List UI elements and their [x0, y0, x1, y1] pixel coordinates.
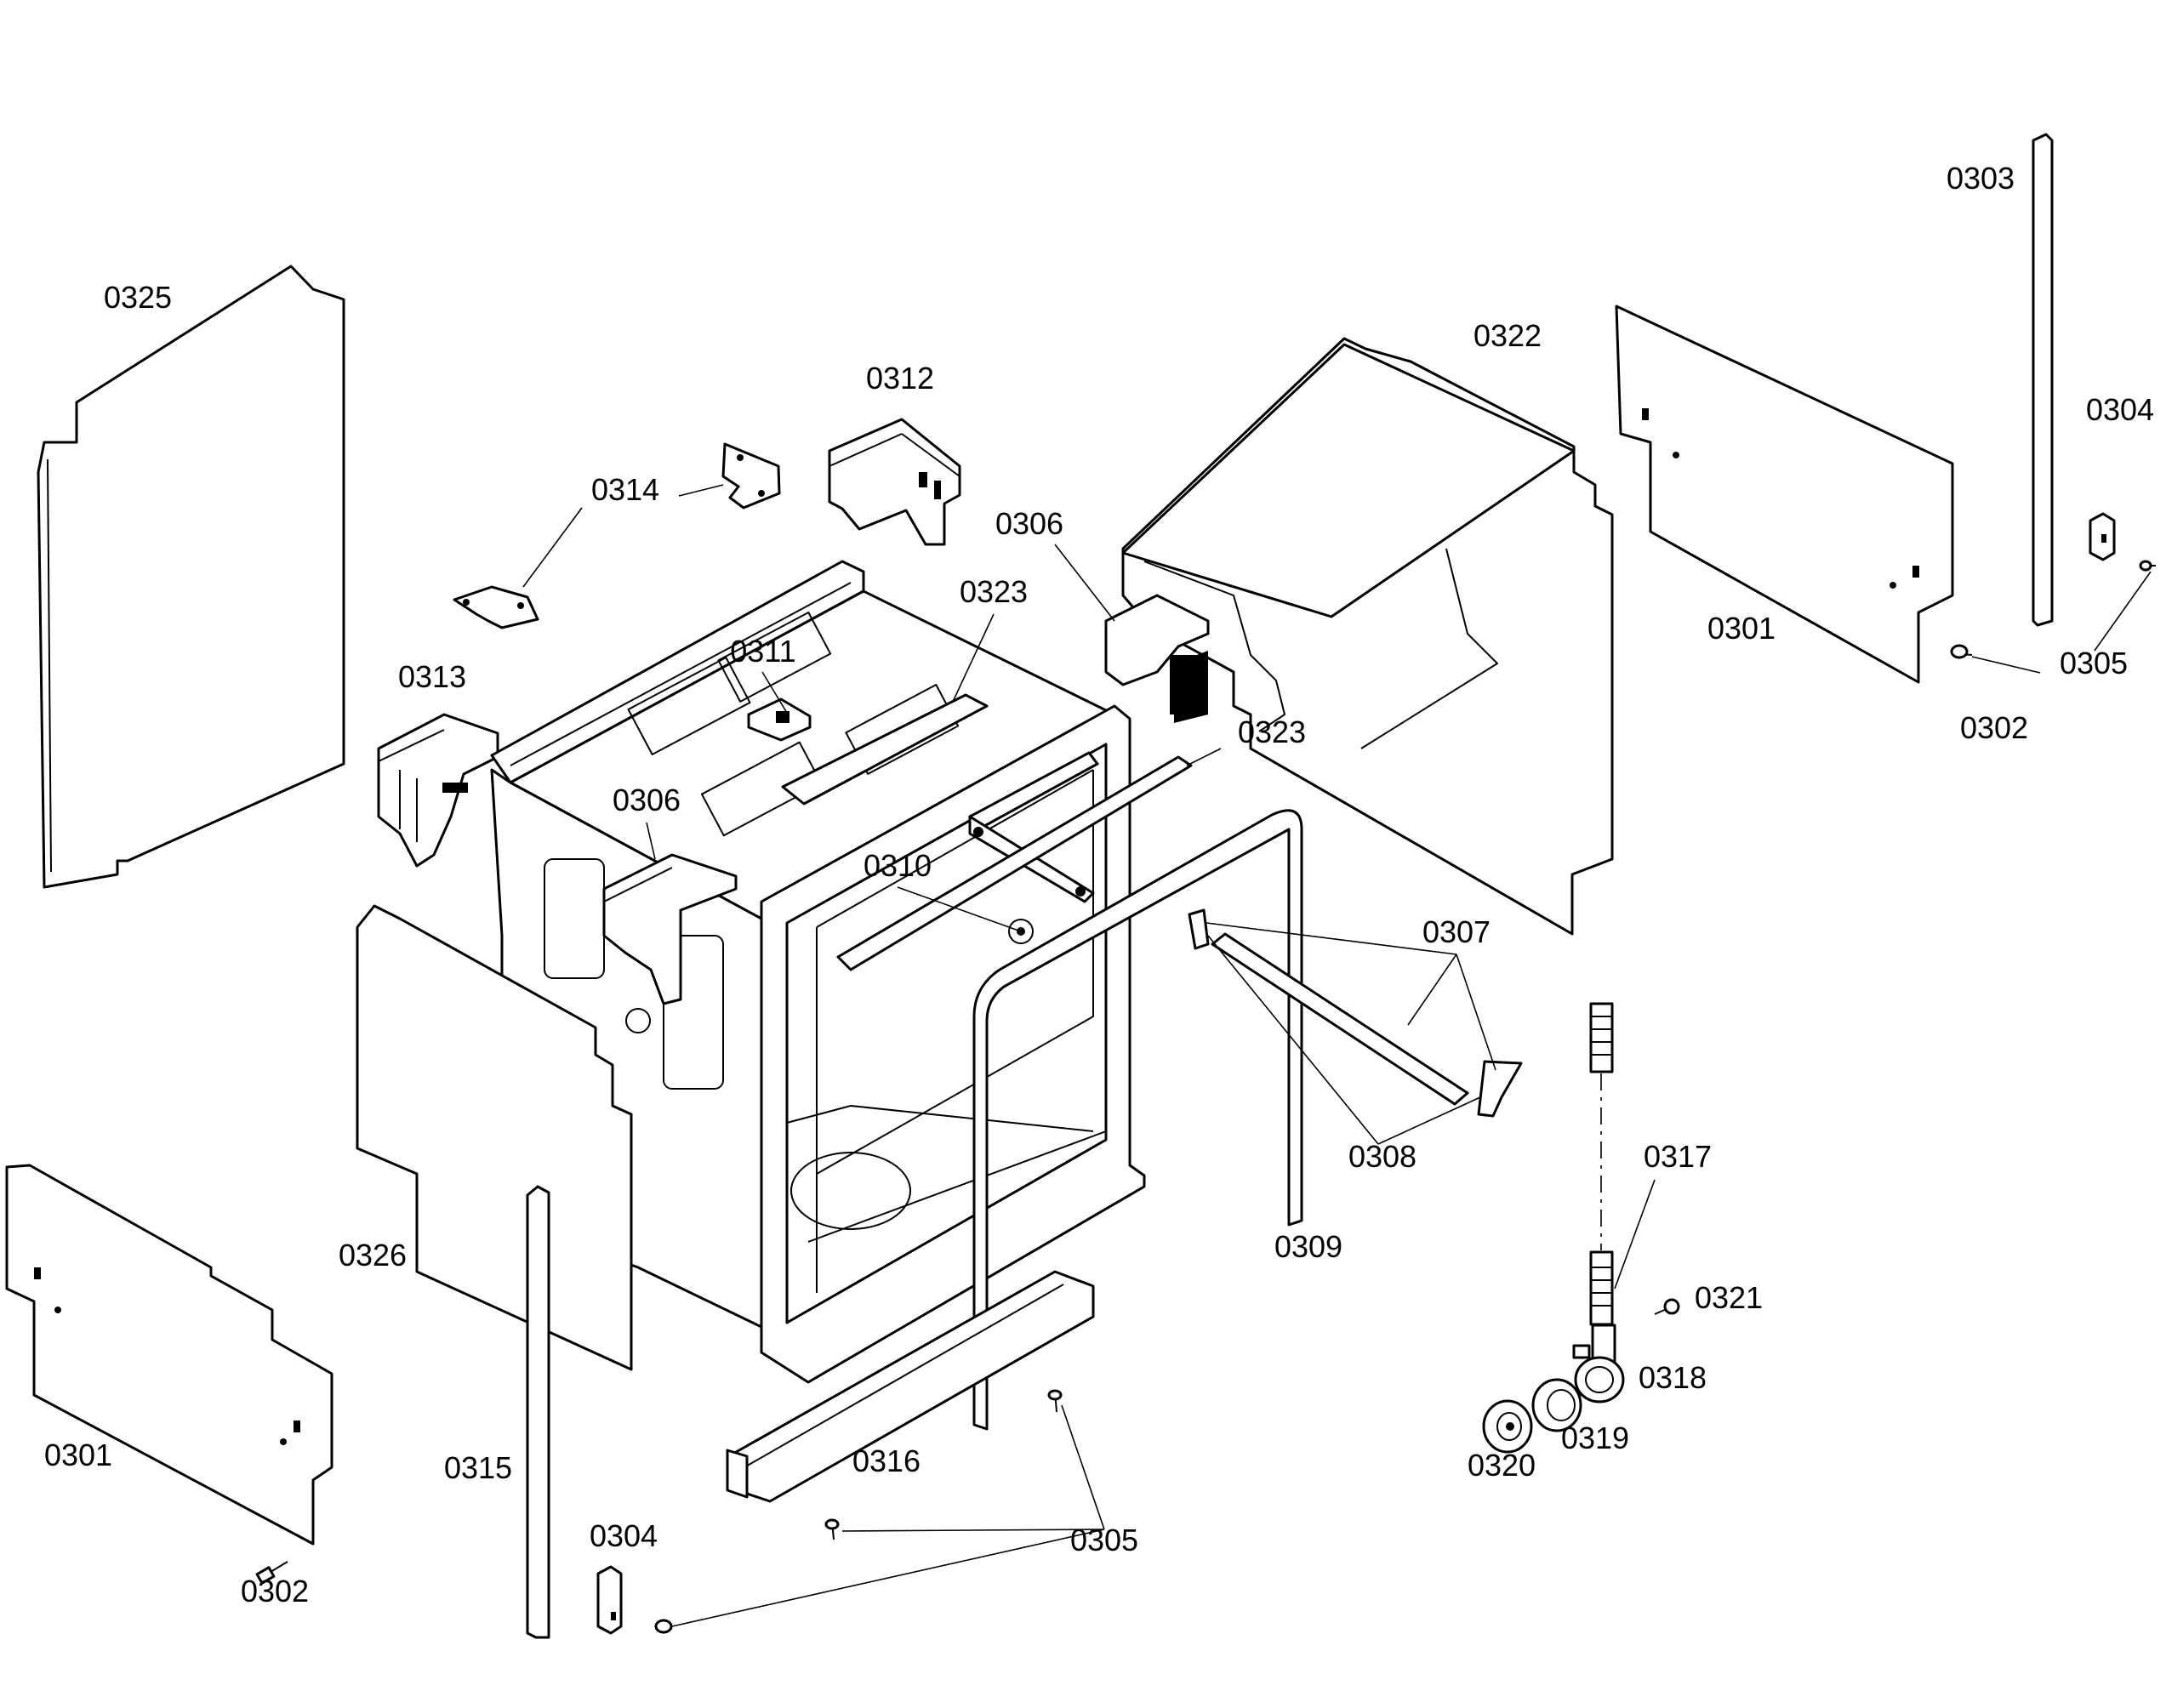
part-0316-kick-rail	[726, 1270, 1095, 1503]
part-0305-screws	[654, 1389, 1063, 1634]
part-0303-strip	[2032, 133, 2054, 627]
callout-c0302a: 0302	[241, 1574, 309, 1608]
callout-c0309: 0309	[1274, 1229, 1342, 1264]
callout-c0306b: 0306	[613, 783, 681, 817]
callout-c0323a: 0323	[960, 574, 1028, 609]
callout-c0305b: 0305	[2060, 646, 2128, 680]
callout-c0313: 0313	[398, 659, 466, 694]
leader-lines	[522, 484, 2152, 1627]
callout-c0315: 0315	[444, 1450, 512, 1485]
callout-c0314: 0314	[591, 472, 659, 507]
part-0302-screw-right	[1950, 644, 1973, 659]
part-0314-hinge-bracket-lower	[453, 585, 539, 629]
part-0304-clip-lower	[596, 1565, 623, 1635]
callout-c0304b: 0304	[2086, 392, 2154, 427]
callout-c0311: 0311	[730, 634, 795, 669]
callout-c0306a: 0306	[995, 506, 1063, 541]
callout-c0304a: 0304	[590, 1518, 658, 1553]
callout-c0323b: 0323	[1238, 715, 1306, 749]
part-0319-ring	[1531, 1378, 1582, 1432]
tub-fastener-hole	[625, 1008, 651, 1033]
callout-c0307: 0307	[1422, 914, 1491, 949]
callout-c0325: 0325	[104, 280, 172, 315]
callout-c0305a: 0305	[1070, 1523, 1138, 1557]
callout-c0322: 0322	[1473, 318, 1542, 353]
callout-c0318: 0318	[1639, 1360, 1707, 1395]
callout-c0303: 0303	[1947, 161, 2015, 196]
part-0325-side-panel	[37, 265, 345, 889]
callout-c0312: 0312	[866, 361, 934, 396]
callout-c0319: 0319	[1561, 1420, 1629, 1455]
callout-c0301a: 0301	[44, 1438, 112, 1472]
part-0301-panel-right	[1615, 305, 1954, 684]
callout-c0302b: 0302	[1960, 710, 2028, 745]
part-0306-bracket-lower	[602, 853, 738, 1005]
callout-c0317: 0317	[1644, 1139, 1712, 1174]
part-0323-upper-rail	[781, 693, 989, 806]
callout-c0308: 0308	[1348, 1139, 1416, 1174]
part-0309-door-gasket	[972, 809, 1303, 1431]
callout-c0326: 0326	[339, 1238, 407, 1272]
part-0302-screw-left	[255, 1561, 288, 1585]
part-0323-lower-rail	[836, 755, 1193, 971]
part-0317-hose	[1589, 1002, 1614, 1326]
part-0304-clip-upper	[2089, 512, 2116, 561]
part-0305-screw-right	[2139, 560, 2156, 572]
callout-c0320: 0320	[1468, 1448, 1536, 1483]
part-0313-mounting-block	[377, 713, 499, 868]
part-0301-panel-left	[5, 1164, 333, 1546]
part-0321-screw	[1654, 1298, 1680, 1315]
part-0311-latch	[747, 697, 812, 742]
callout-c0301b: 0301	[1707, 611, 1776, 646]
callout-labels: 0325 0312 0314 0306 0323 0311 0313 0323 0306 0310…	[44, 161, 2154, 1608]
part-0314-hinge-bracket-upper	[721, 442, 781, 510]
part-0306-bracket-upper	[1104, 594, 1210, 715]
part-0315-strip	[526, 1185, 550, 1639]
part-0320-cap	[1482, 1399, 1533, 1454]
part-0307-hinge-rod	[1188, 908, 1523, 1118]
part-0326-side-panel	[356, 904, 633, 1371]
part-0318-elbow	[1572, 1324, 1625, 1403]
callout-c0316: 0316	[852, 1443, 921, 1478]
callout-c0321: 0321	[1695, 1280, 1763, 1315]
part-0312-mounting-block	[828, 418, 961, 546]
callout-c0310: 0310	[864, 848, 932, 883]
